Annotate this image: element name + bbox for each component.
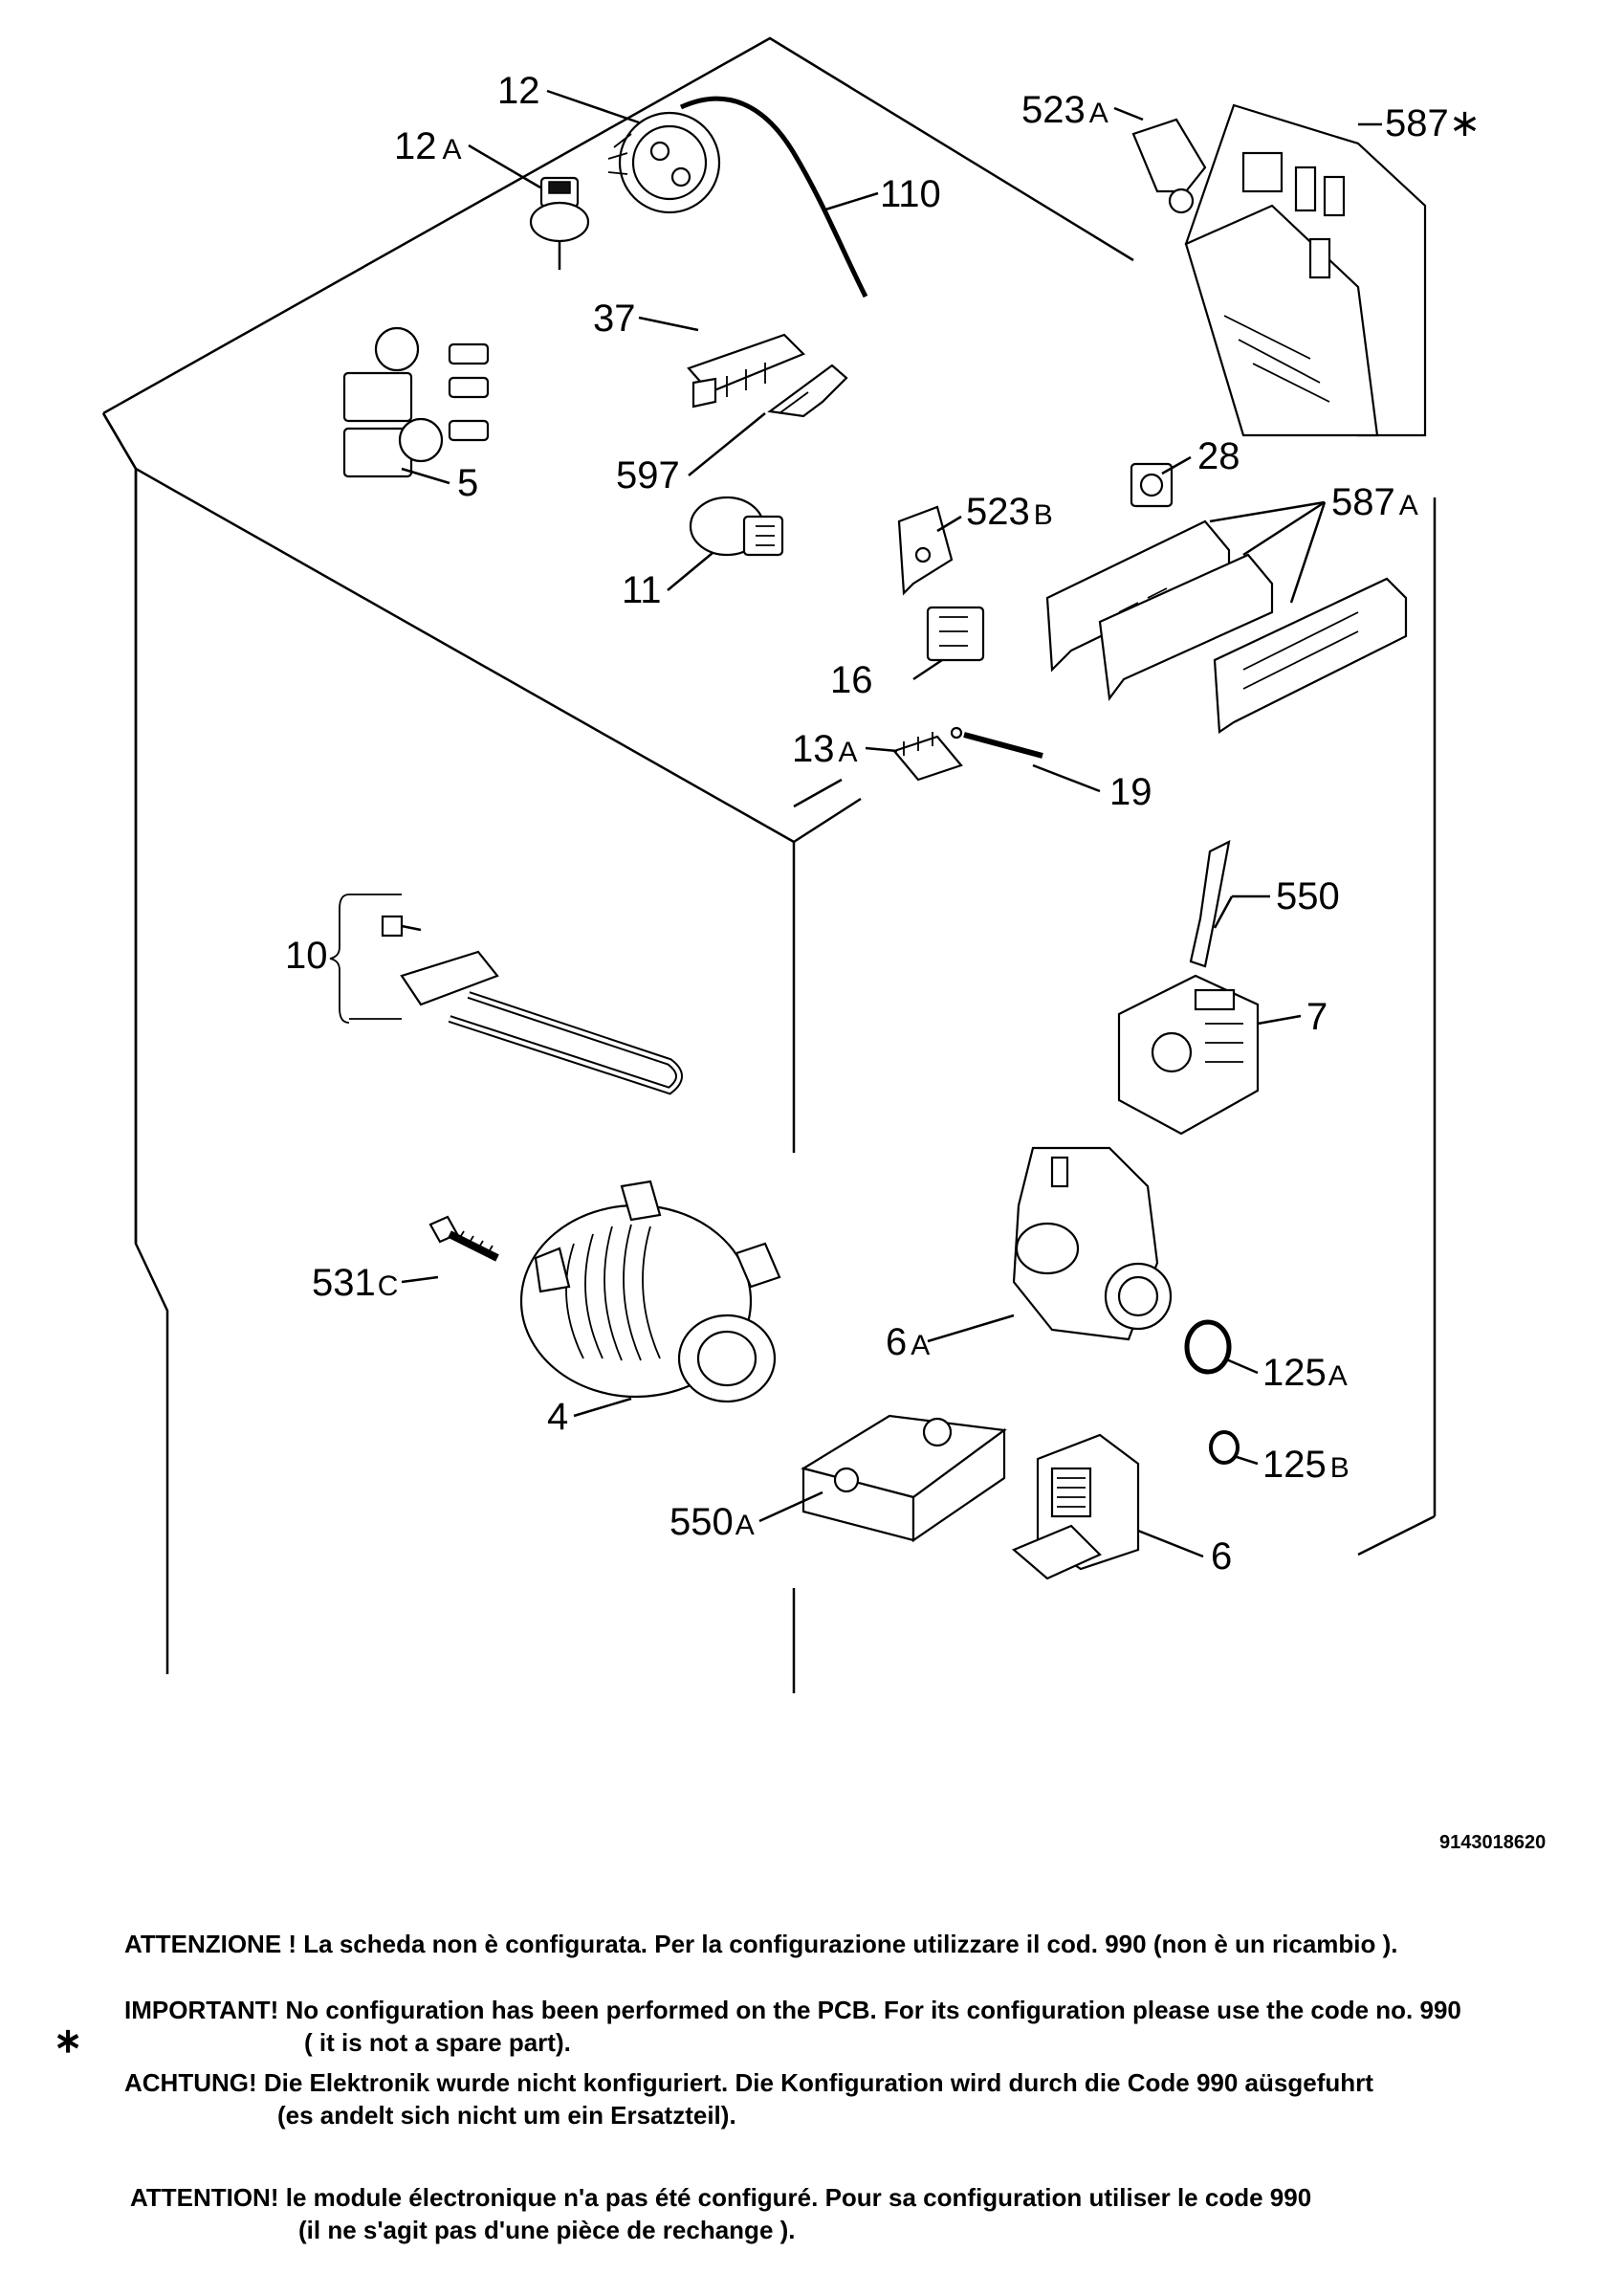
note-german-line2: (es andelt sich nicht um ein Ersatzteil)…: [277, 2101, 736, 2130]
door-switch-16: [926, 606, 985, 662]
clip-597: [767, 364, 848, 418]
label-6: 6: [1211, 1535, 1232, 1578]
label-550: 550: [1276, 875, 1340, 917]
cabinet-outline: [101, 36, 1437, 1693]
sensor-19: [950, 726, 1043, 759]
label-597: 597: [616, 454, 680, 497]
note-english: IMPORTANT! No configuration has been per…: [124, 1994, 1461, 2059]
drawing-code: 9143018620: [1439, 1832, 1546, 1853]
note-italian: ATTENZIONE ! La scheda non è configurata…: [124, 1928, 1398, 1960]
asterisk-mark: ∗: [54, 2020, 83, 2060]
rod-550: [1189, 840, 1231, 968]
bracket-28: [1130, 462, 1174, 508]
label-19: 19: [1109, 771, 1152, 813]
note-french-line1: ATTENTION! le module électronique n'a pa…: [130, 2183, 1312, 2212]
label-4: 4: [547, 1396, 568, 1438]
connector-13a: [892, 732, 963, 782]
label-531c: 531C: [312, 1262, 398, 1304]
label-5: 5: [457, 462, 478, 504]
ring-125b: [1209, 1430, 1240, 1465]
label-125a: 125A: [1262, 1352, 1348, 1394]
label-10: 10: [285, 935, 328, 977]
door-lock-7: [1117, 974, 1260, 1136]
label-550a: 550A: [669, 1501, 755, 1543]
terminal-block-37: [687, 333, 805, 408]
heater-10: [329, 894, 683, 1095]
lever-523b: [897, 505, 954, 596]
filter-11: [689, 496, 784, 557]
leader-lines: [401, 89, 1382, 1558]
bolt-531c: [428, 1215, 499, 1262]
note-italian-text: ATTENZIONE ! La scheda non è configurata…: [124, 1930, 1398, 1958]
drain-pump-6: [1011, 1433, 1140, 1580]
label-37: 37: [593, 298, 636, 340]
note-german-line1: ACHTUNG! Die Elektronik wurde nicht konf…: [124, 2068, 1373, 2097]
label-16: 16: [830, 659, 873, 701]
main-pcb-587: [1184, 103, 1427, 437]
note-german: ACHTUNG! Die Elektronik wurde nicht konf…: [124, 2066, 1373, 2131]
display-pcbs-587a: [1045, 519, 1408, 734]
label-28: 28: [1197, 435, 1240, 477]
label-7: 7: [1306, 996, 1328, 1038]
label-110: 110: [880, 173, 941, 215]
note-french-line2: (il ne s'agit pas d'une pièce de rechang…: [298, 2216, 796, 2244]
note-french: ATTENTION! le module électronique n'a pa…: [130, 2181, 1311, 2246]
pressure-switch-12: [607, 96, 868, 298]
note-english-line1: IMPORTANT! No configuration has been per…: [124, 1996, 1461, 2024]
inlet-valve-5: [342, 326, 490, 478]
ring-125a: [1184, 1319, 1232, 1375]
pressure-switch-12a: [529, 176, 590, 270]
motor-4: [519, 1180, 781, 1403]
label-11: 11: [622, 569, 662, 611]
label-587-star: 587∗: [1385, 102, 1481, 144]
label-12: 12: [497, 70, 540, 112]
pump-6a: [1012, 1146, 1173, 1341]
knob-523a: [1131, 118, 1207, 214]
damper-550a: [801, 1414, 1007, 1543]
note-english-line2: ( it is not a spare part).: [304, 2028, 571, 2057]
